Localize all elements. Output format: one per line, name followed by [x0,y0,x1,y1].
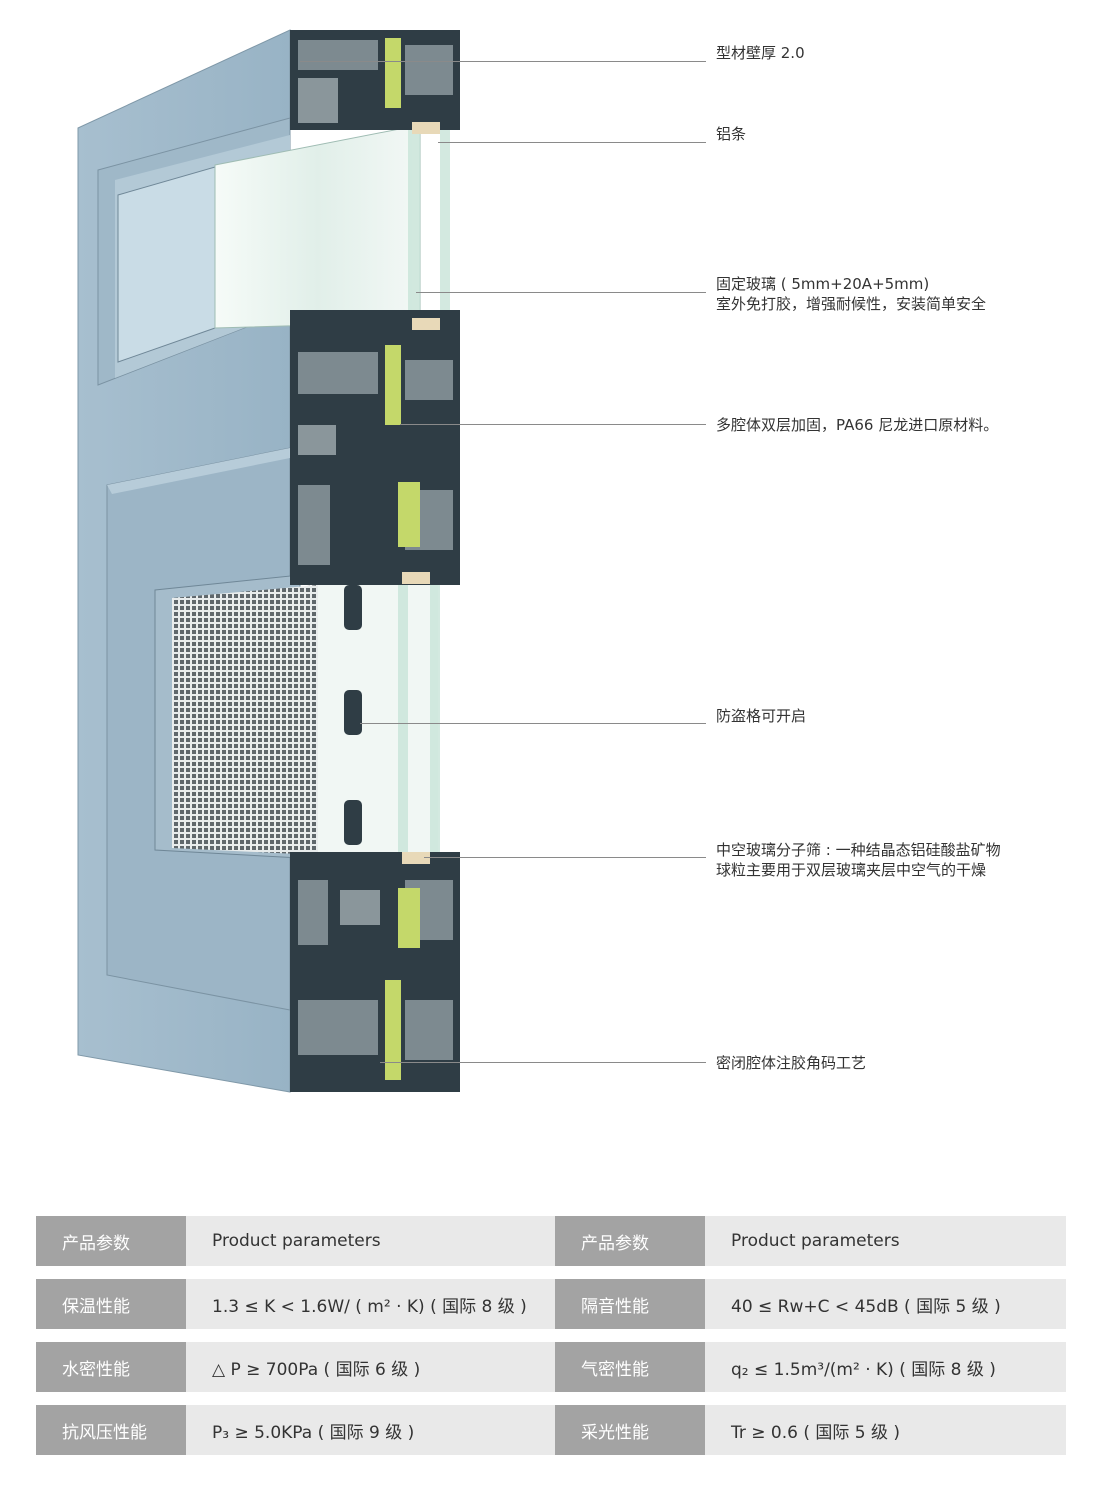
callout-line-aluminum-strip [438,142,706,143]
param-key-water-tightness: 水密性能 [36,1342,186,1392]
table-row: 抗风压性能 P₃ ≥ 5.0KPa ( 国际 9 级 ) 采光性能 Tr ≥ 0… [36,1405,1066,1455]
callout-anti-theft-grid: 防盗格可开启 [716,707,807,725]
callout-line-anti-theft-grid [360,723,706,724]
param-value-wind-pressure: P₃ ≥ 5.0KPa ( 国际 9 级 ) [186,1405,555,1455]
header-left-value: Product parameters [186,1216,555,1266]
param-key-daylighting: 采光性能 [555,1405,705,1455]
callout-fixed-glass: 固定玻璃 ( 5mm+20A+5mm) 室外免打胶，增强耐候性，安装简单安全 [716,275,987,313]
table-header-row: 产品参数 Product parameters 产品参数 Product par… [36,1216,1066,1266]
param-value-water-tightness: △ P ≥ 700Pa ( 国际 6 级 ) [186,1342,555,1392]
param-key-sound-insulation: 隔音性能 [555,1279,705,1329]
window-profile-illustration [77,29,460,1093]
callout-corner-glue: 密闭腔体注胶角码工艺 [716,1054,867,1072]
param-value-daylighting: Tr ≥ 0.6 ( 国际 5 级 ) [705,1405,1066,1455]
glass-panes [214,124,450,858]
table-row: 水密性能 △ P ≥ 700Pa ( 国际 6 级 ) 气密性能 q₂ ≤ 1.… [36,1342,1066,1392]
callout-line-multi-cavity [400,424,706,425]
param-key-insulation: 保温性能 [36,1279,186,1329]
table-row: 保温性能 1.3 ≤ K < 1.6W/ ( m² · K) ( 国际 8 级 … [36,1279,1066,1329]
param-value-air-tightness: q₂ ≤ 1.5m³/(m² · K) ( 国际 8 级 ) [705,1342,1066,1392]
param-key-wind-pressure: 抗风压性能 [36,1405,186,1455]
callout-molecular-sieve: 中空玻璃分子筛 : 一种结晶态铝硅酸盐矿物 球粒主要用于双层玻璃夹层中空气的干燥 [716,841,1001,879]
callout-line-fixed-glass [416,292,706,293]
header-right-value: Product parameters [705,1216,1066,1266]
param-value-insulation: 1.3 ≤ K < 1.6W/ ( m² · K) ( 国际 8 级 ) [186,1279,555,1329]
param-value-sound-insulation: 40 ≤ Rw+C < 45dB ( 国际 5 级 ) [705,1279,1066,1329]
param-key-air-tightness: 气密性能 [555,1342,705,1392]
product-parameters-table: 产品参数 Product parameters 产品参数 Product par… [36,1216,1066,1468]
header-left-key: 产品参数 [36,1216,186,1266]
profile-cross-section [290,30,460,1092]
header-right-key: 产品参数 [555,1216,705,1266]
callout-multi-cavity: 多腔体双层加固，PA66 尼龙进口原材料。 [716,416,999,434]
callout-line-molecular-sieve [424,857,706,858]
callout-line-wall-thickness [300,61,706,62]
callout-aluminum-strip: 铝条 [716,125,747,143]
callout-wall-thickness: 型材壁厚 2.0 [716,44,805,62]
window-profile-figure: 型材壁厚 2.0 铝条 固定玻璃 ( 5mm+20A+5mm) 室外免打胶，增强… [77,29,1001,1093]
callout-line-corner-glue [380,1062,706,1063]
